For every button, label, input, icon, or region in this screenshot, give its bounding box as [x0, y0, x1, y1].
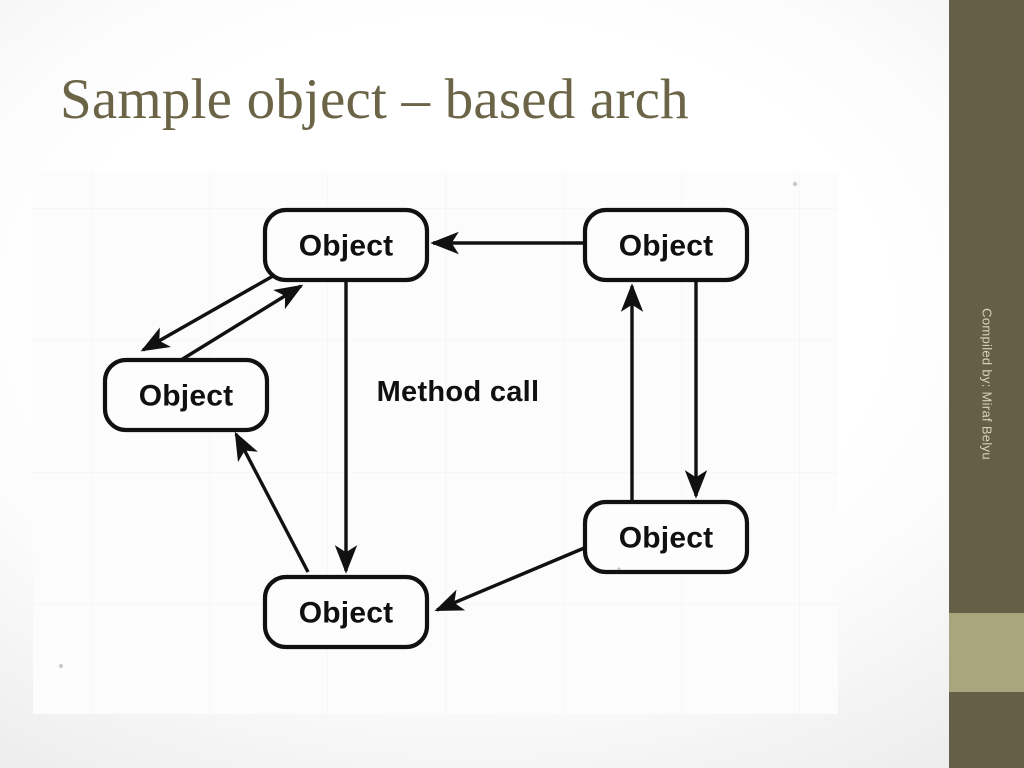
scan-speck	[59, 664, 63, 668]
node-label: Object	[619, 522, 714, 555]
node-label: Object	[139, 380, 234, 413]
node-object-bottom-right[interactable]: Object	[582, 499, 750, 575]
node-label: Object	[299, 597, 394, 630]
scan-speck	[617, 567, 621, 571]
page-title: Sample object – based arch	[60, 68, 689, 131]
edge-bottomcenter-to-left	[234, 431, 310, 573]
edge-bottomright-to-bottomcenter	[434, 544, 590, 612]
diagram-image[interactable]: Object Object Object Object Object Metho…	[33, 172, 838, 714]
node-object-left[interactable]: Object	[102, 357, 270, 433]
edge-left-to-topleft	[180, 284, 304, 362]
node-object-top-left[interactable]: Object	[262, 207, 430, 283]
method-call-label: Method call	[377, 376, 540, 408]
node-label: Object	[619, 230, 714, 263]
node-object-top-right[interactable]: Object	[582, 207, 750, 283]
sidebar-accent-block	[949, 613, 1024, 692]
sidebar-decoration-bar	[949, 0, 1024, 768]
node-label: Object	[299, 230, 394, 263]
edge-topleft-to-left	[140, 274, 274, 352]
node-object-bottom-center[interactable]: Object	[262, 574, 430, 650]
scan-speck	[792, 181, 798, 187]
object-architecture-diagram: Object Object Object Object Object Metho…	[59, 181, 798, 668]
